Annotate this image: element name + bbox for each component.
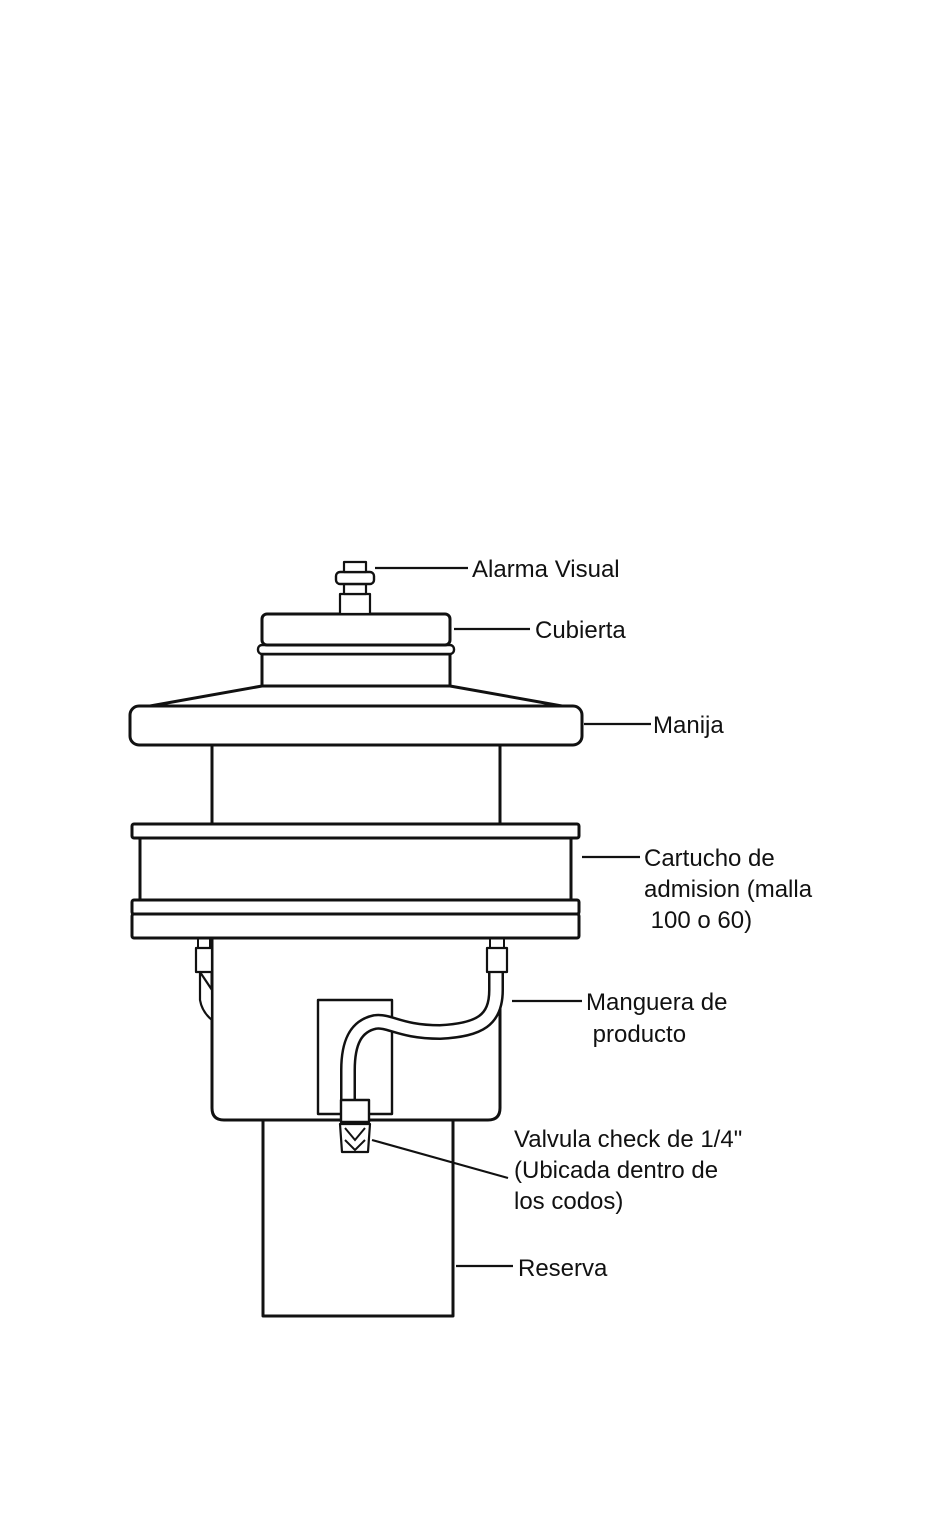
label-cartridge-line3: 100 o 60) [644,907,752,934]
label-cartridge-line1: Cartucho de [644,845,775,872]
cover [258,614,454,686]
label-handle: Manija [653,712,724,739]
label-visual-alarm: Alarma Visual [472,556,620,583]
label-cover: Cubierta [535,617,626,644]
check-valve [340,1100,370,1152]
left-fitting [196,938,212,1020]
label-check-valve-line2: (Ubicada dentro de [514,1157,718,1184]
label-cartridge-line2: admision (malla [644,876,813,903]
upper-neck [212,742,500,824]
label-check-valve-line3: los codos) [514,1188,623,1215]
intake-cartridge [132,824,579,938]
label-check-valve-line1: Valvula check de 1/4" [514,1126,742,1153]
handle [130,686,582,745]
label-hose-line2: producto [586,1021,686,1048]
label-hose-line1: Manguera de [586,989,727,1016]
label-reservoir: Reserva [518,1255,608,1282]
right-fitting [487,936,507,972]
visual-alarm [336,562,374,614]
